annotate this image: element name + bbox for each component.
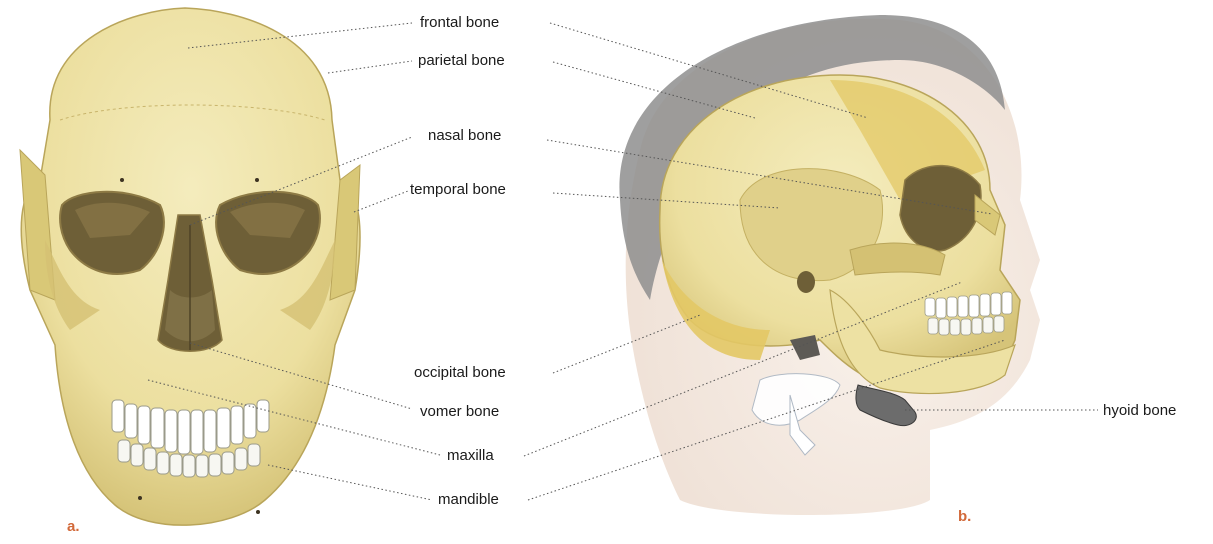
front-view-skull (20, 8, 360, 525)
leader-mandible-a (268, 465, 432, 500)
label-temporal-bone: temporal bone (410, 181, 506, 199)
leader-parietal-a (328, 61, 412, 73)
left-foramen (120, 178, 124, 182)
panel-letter-b: b. (958, 508, 971, 525)
label-parietal-bone: parietal bone (418, 52, 505, 70)
left-mental-foramen (138, 496, 142, 500)
label-mandible: mandible (438, 491, 499, 509)
right-mental-foramen (256, 510, 260, 514)
label-vomer-bone: vomer bone (420, 403, 499, 421)
label-hyoid-bone: hyoid bone (1103, 402, 1176, 420)
label-occipital-bone: occipital bone (414, 364, 506, 382)
label-nasal-bone: nasal bone (428, 127, 501, 145)
label-frontal-bone: frontal bone (420, 14, 499, 32)
right-foramen (255, 178, 259, 182)
label-maxilla: maxilla (447, 447, 494, 465)
side-view-head (619, 15, 1040, 515)
ear-canal (797, 271, 815, 293)
panel-letter-a: a. (67, 518, 80, 535)
leader-temporal-a (354, 191, 408, 212)
